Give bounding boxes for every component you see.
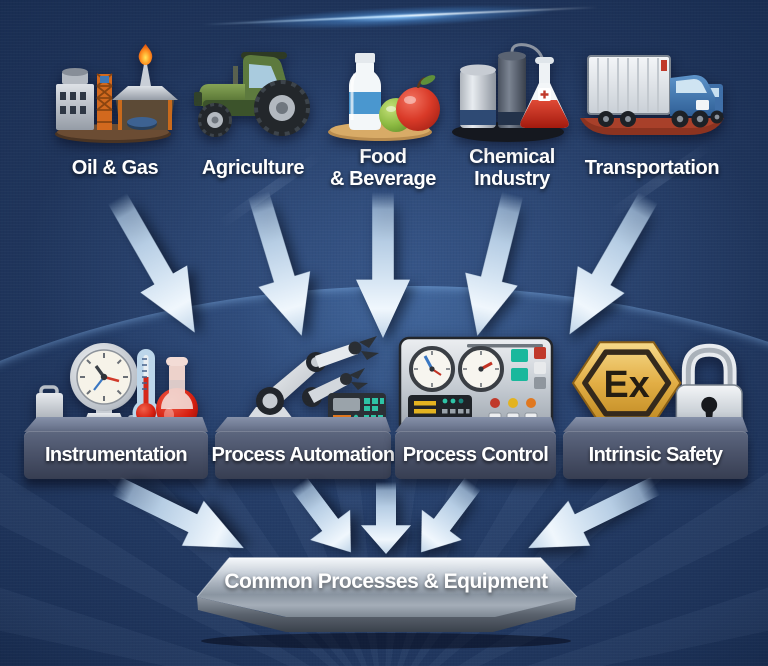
industrial-sectors-diagram: Oil & Gas [0, 0, 768, 666]
vignette [0, 0, 768, 666]
